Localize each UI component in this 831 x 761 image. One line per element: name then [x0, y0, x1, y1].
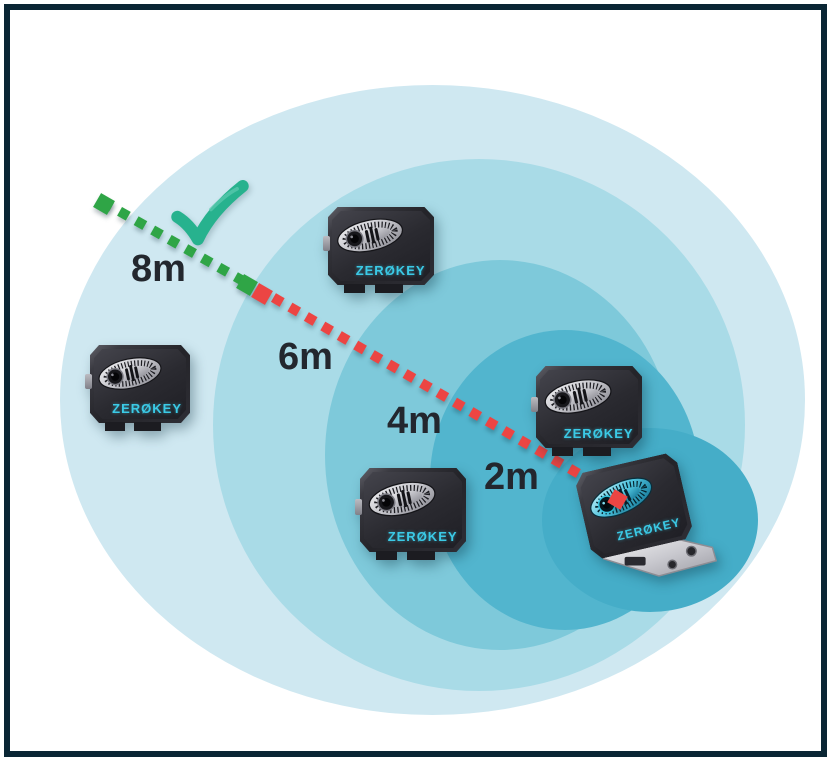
device-body: ZERØKEY: [536, 366, 642, 448]
checkmark-icon: [171, 180, 249, 246]
brand-label: ZERØKEY: [563, 425, 634, 441]
brand-label: ZERØKEY: [112, 400, 182, 416]
device-foot: [551, 447, 574, 456]
brand-label: ZERØKEY: [387, 529, 458, 545]
device-foot: [375, 551, 398, 560]
device-body: ZERØKEY: [328, 207, 434, 285]
range-label-6m: 6m: [278, 336, 333, 378]
device-foot: [343, 284, 366, 293]
speaker-emblem-icon: [337, 218, 404, 253]
device-foot: [134, 422, 161, 431]
device-foot: [374, 284, 404, 293]
device-foot: [406, 551, 436, 560]
range-label-4m: 4m: [387, 400, 442, 442]
device-foot: [105, 422, 125, 431]
zerokey-anchor-bottom: ZERØKEY: [355, 468, 466, 560]
connector-tab: [355, 499, 362, 515]
zerokey-mounted-device: ZERØKEY: [578, 460, 726, 580]
connector-tab: [85, 374, 92, 389]
connector-tab: [531, 396, 538, 412]
zerokey-anchor-top: ZERØKEY: [323, 207, 434, 293]
zerokey-anchor-right: ZERØKEY: [531, 366, 642, 456]
device-body: ZERØKEY: [90, 345, 190, 423]
device-foot: [582, 447, 612, 456]
zerokey-anchor-left: ZERØKEY: [85, 345, 190, 431]
speaker-emblem-icon: [98, 357, 162, 391]
connector-tab: [323, 236, 330, 251]
range-label-8m: 8m: [131, 248, 186, 290]
brand-label: ZERØKEY: [355, 262, 426, 278]
speaker-emblem-icon: [368, 481, 436, 517]
speaker-emblem-icon: [544, 379, 612, 414]
device-body: ZERØKEY: [360, 468, 466, 552]
range-label-2m: 2m: [484, 456, 539, 498]
